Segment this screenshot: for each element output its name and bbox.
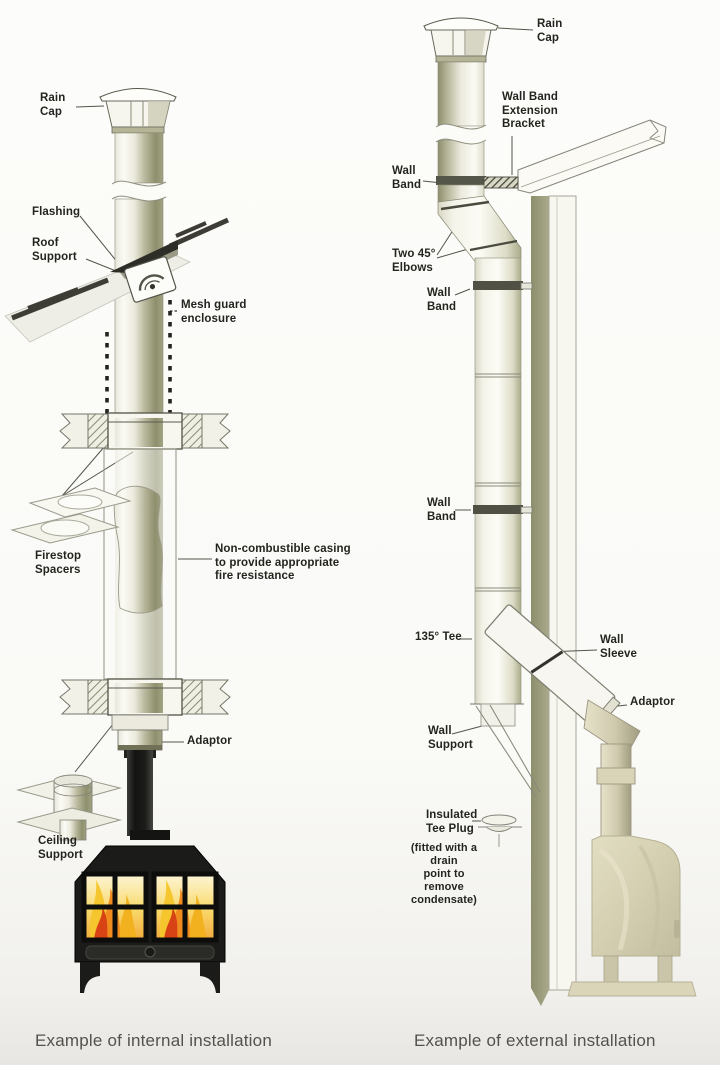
label-insulated-tee-plug: Insulated Tee Plug [426, 809, 478, 835]
label-wall-band-extension: Wall Band Extension Bracket [502, 91, 559, 131]
caption-internal-installation: Example of internal installation [35, 1031, 272, 1050]
wood-stove [74, 845, 226, 993]
label-wall-band-mid: Wall Band [427, 287, 457, 313]
adaptor-external [583, 699, 641, 837]
label-wall-sleeve: Wall Sleeve [600, 634, 638, 660]
ceiling-support-drawing [16, 774, 122, 841]
flue-pipe-external-upper [435, 61, 522, 265]
insulated-tee-plug-drawing [478, 814, 522, 847]
wall-band-lower-part [473, 505, 523, 514]
label-rain-cap-internal: Rain Cap [40, 92, 66, 118]
internal-installation-diagram [4, 88, 231, 993]
caption-external-installation: Example of external installation [414, 1031, 656, 1050]
label-wall-band-lower: Wall Band [427, 497, 457, 523]
label-firestop-spacers: Firestop Spacers [35, 550, 82, 576]
door-mullions [81, 871, 219, 943]
label-flashing: Flashing [32, 206, 81, 218]
stovepipe-black [124, 750, 170, 840]
rain-cap-external [423, 17, 499, 63]
roof-support-bracket [124, 256, 177, 303]
upper-floor-penetration [59, 412, 231, 450]
flue-pipe-internal [111, 132, 167, 418]
label-wall-band-upper: Wall Band [392, 165, 422, 191]
external-installation-diagram [422, 17, 697, 1006]
firestop-spacers-drawing [10, 487, 132, 544]
label-135-tee: 135° Tee [415, 631, 462, 643]
label-ceiling-support: Ceiling Support [38, 835, 83, 861]
label-adaptor-external: Adaptor [630, 696, 675, 708]
non-combustible-casing [103, 448, 177, 680]
lower-floor-penetration [59, 678, 231, 716]
label-casing: Non-combustible casing to provide approp… [215, 543, 351, 583]
house-wall [531, 195, 577, 1006]
label-two-45-elbows: Two 45° Elbows [392, 248, 436, 274]
label-wall-support: Wall Support [428, 725, 473, 751]
label-mesh-guard: Mesh guard enclosure [181, 299, 247, 325]
adaptor-internal [111, 714, 169, 751]
wall-band-extension-bracket-part [483, 176, 519, 189]
eave-soffit [517, 119, 667, 194]
wall-band-upper-part [436, 176, 486, 185]
rain-cap-internal [99, 88, 177, 134]
wall-support-bracket [475, 704, 541, 798]
external-stove [567, 835, 697, 997]
roof-and-flashing [4, 217, 230, 343]
label-roof-support: Roof Support [32, 237, 77, 263]
label-insulated-tee-plug-note: (fitted with a drain point to remove con… [410, 842, 478, 906]
label-rain-cap-external: Rain Cap [537, 18, 563, 44]
mesh-guard-dotted-lines [105, 300, 172, 420]
label-adaptor-internal: Adaptor [187, 735, 232, 747]
wall-band-mid-part [473, 281, 523, 290]
